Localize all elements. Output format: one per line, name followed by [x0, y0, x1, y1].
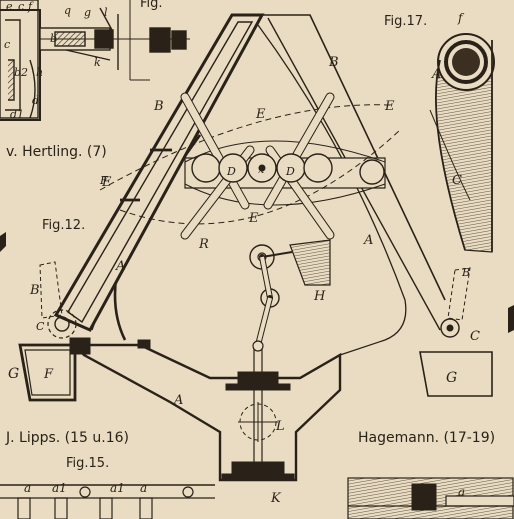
label-l: l: [104, 6, 108, 19]
label-b: b: [50, 32, 57, 45]
label-b2: b2: [14, 66, 28, 79]
label-A-bottom: A: [173, 393, 183, 408]
label-A-right: A: [363, 233, 373, 248]
hertling-fragment: [0, 0, 190, 121]
label-x: x: [258, 163, 265, 176]
label-B-right-lower: B: [461, 266, 470, 279]
label-G-right: G: [446, 370, 457, 386]
hagemann-bottom-fragment: [347, 477, 514, 519]
part-labels: B B E E E E D x D R A A A H L K G G F F …: [4, 0, 480, 506]
label-a-2: a: [140, 481, 147, 495]
left-edge-fragment: [0, 232, 6, 252]
fig15-chain-fragment: [0, 484, 215, 519]
label-H: H: [313, 289, 326, 304]
lipps-grab-bucket: [18, 13, 493, 482]
label-d1: d1: [10, 108, 24, 121]
label-a1-2: a1: [110, 481, 125, 495]
label-C-left: C: [36, 320, 45, 333]
label-h: h: [36, 66, 43, 79]
label-E-left: E: [101, 175, 112, 190]
figure-title-fig17: Fig.17.: [384, 14, 428, 29]
label-K: K: [270, 491, 282, 506]
label-F-left: F: [43, 367, 54, 382]
label-D-right: D: [285, 165, 295, 178]
label-E-right: E: [384, 99, 395, 114]
label-g: g: [84, 6, 91, 19]
caption-hertling: v. Hertling. (7): [6, 144, 107, 160]
label-f: f: [27, 0, 34, 13]
figure-title-fig12: Fig.12.: [42, 218, 86, 233]
figure-title-top-partial: Fig.: [140, 0, 163, 11]
label-B-left: B: [153, 99, 164, 114]
caption-lipps: J. Lipps. (15 u.16): [6, 430, 130, 446]
label-C-fig17: C: [452, 173, 462, 188]
label-R: R: [198, 237, 209, 252]
figure-title-fig15: Fig.15.: [66, 456, 110, 471]
label-e: e: [6, 0, 13, 13]
label-q: q: [64, 4, 71, 17]
label-c: c: [18, 0, 24, 13]
label-c-mid: c: [4, 38, 10, 51]
label-G-left: G: [8, 366, 19, 382]
label-B-right: B: [328, 55, 339, 70]
label-A-left: A: [115, 259, 125, 274]
label-a-1: a: [24, 481, 31, 495]
label-D-left: D: [226, 165, 236, 178]
label-E-bottom: E: [248, 211, 259, 226]
label-A-fig17: A: [431, 67, 441, 82]
label-d: d: [32, 94, 39, 107]
label-L: L: [275, 419, 285, 434]
label-E-top: E: [255, 107, 266, 122]
label-f-fig17: f: [457, 11, 465, 25]
label-F-mid: F: [99, 174, 108, 187]
right-edge-fragment: [508, 305, 514, 333]
fig17-hook-drawing: [429, 33, 495, 253]
label-a-hagemann: a: [458, 485, 465, 499]
label-k: k: [94, 56, 101, 69]
caption-hagemann: Hagemann. (17-19): [358, 430, 496, 446]
label-a1-1: a1: [52, 481, 67, 495]
label-C-right: C: [470, 329, 480, 344]
label-B-lower: B: [29, 283, 40, 298]
